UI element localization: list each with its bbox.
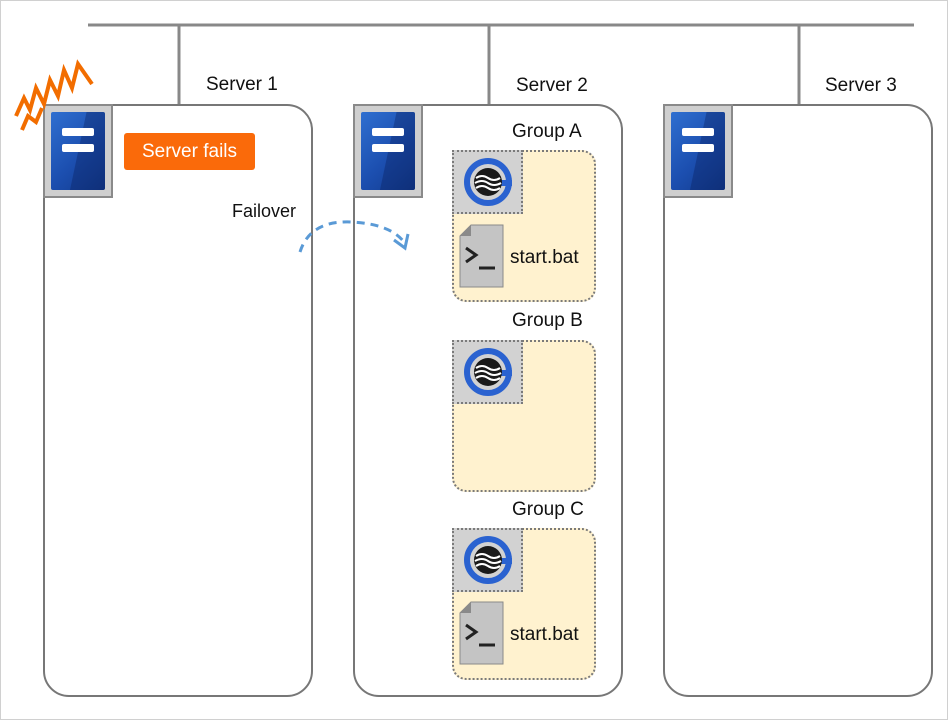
server-1-box bbox=[43, 104, 313, 697]
server-3-box bbox=[663, 104, 933, 697]
failover-label: Failover bbox=[232, 201, 297, 221]
server-tower-icon bbox=[353, 104, 423, 198]
cluster-logo-icon bbox=[452, 528, 523, 592]
cluster-logo-icon bbox=[452, 150, 523, 214]
script-file-icon bbox=[459, 224, 504, 288]
script-file-icon bbox=[459, 601, 504, 665]
server-fails-badge: Server fails bbox=[124, 133, 255, 170]
server-tower-icon bbox=[43, 104, 113, 198]
group-c-script-label: start.bat bbox=[510, 624, 579, 645]
group-a-script-label: start.bat bbox=[510, 247, 579, 268]
server-tower-icon bbox=[663, 104, 733, 198]
lightning-burst-icon bbox=[14, 59, 94, 131]
group-a-label: Group A bbox=[512, 121, 582, 142]
group-c-label: Group C bbox=[512, 499, 584, 520]
group-b-box bbox=[452, 340, 596, 492]
server-1-label: Server 1 bbox=[206, 74, 278, 95]
server-3-label: Server 3 bbox=[825, 75, 897, 96]
curved-arrow-icon bbox=[298, 220, 410, 253]
server-2-label: Server 2 bbox=[516, 75, 588, 96]
cluster-logo-icon bbox=[452, 340, 523, 404]
group-b-label: Group B bbox=[512, 310, 583, 331]
